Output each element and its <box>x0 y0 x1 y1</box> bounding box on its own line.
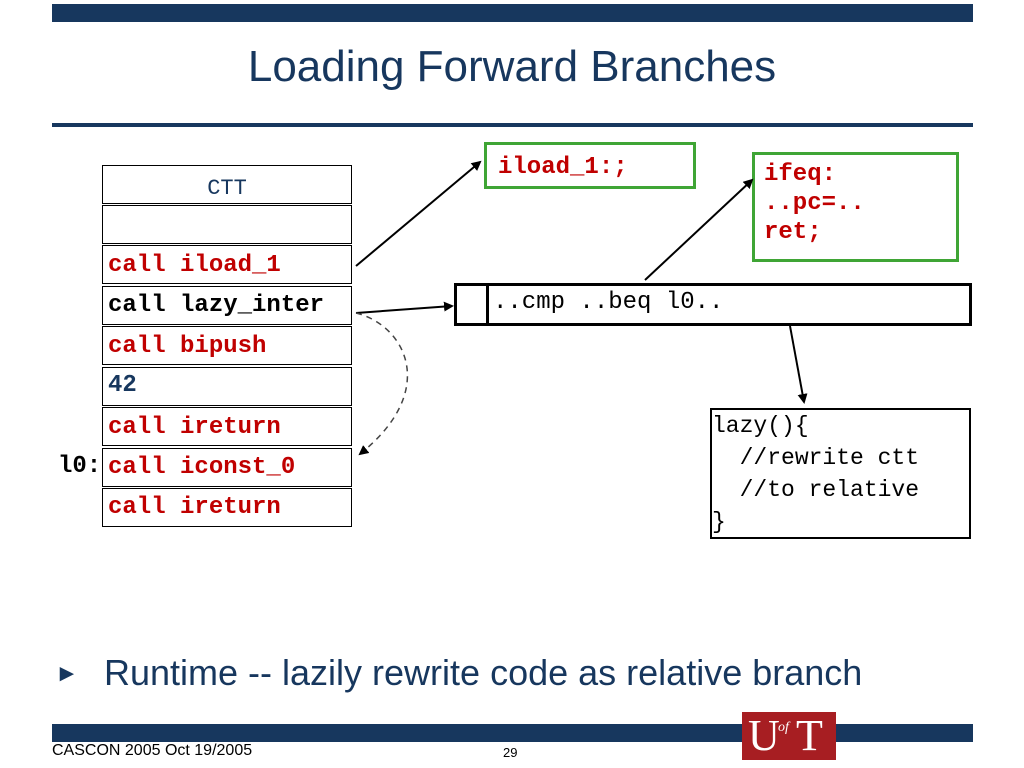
page-number: 29 <box>503 745 518 760</box>
ctt-cell <box>102 245 352 284</box>
ctt-cell <box>102 407 352 446</box>
iload-box <box>484 142 696 189</box>
iload-box-label: iload_1:; <box>498 154 628 181</box>
ctt-row-iconst: call iconst_0 <box>108 454 296 481</box>
ctt-blank-cell <box>102 205 352 244</box>
triangle-right-icon: ► <box>55 660 79 687</box>
arrow-to-lazy <box>789 325 808 404</box>
ctt-cell <box>102 286 352 325</box>
dashed-loop-arrow <box>355 312 409 456</box>
arrow-to-ifeq <box>644 178 754 281</box>
ctt-cell <box>102 326 352 365</box>
label-l0: l0: <box>58 453 102 480</box>
ctt-row-value: 42 <box>108 372 137 399</box>
ctt-header-cell <box>102 165 352 204</box>
logo-letter-t: T <box>796 711 823 760</box>
lazy-box <box>710 408 971 539</box>
ifeq-box-label: ifeq: ..pc=.. ret; <box>764 161 865 246</box>
code-strip-label: ..cmp ..beq l0.. <box>493 289 724 316</box>
arrow-to-code-strip <box>355 301 454 314</box>
top-bar <box>52 4 973 22</box>
ctt-cell <box>102 448 352 487</box>
ctt-cell <box>102 488 352 527</box>
ifeq-box <box>752 152 959 262</box>
logo-letter-u: U <box>748 711 780 760</box>
ctt-row-ireturn: call ireturn <box>108 414 281 441</box>
ctt-row-ireturn-2: call ireturn <box>108 494 281 521</box>
footer-conference: CASCON 2005 Oct 19/2005 <box>52 742 253 759</box>
uoft-logo: U of T <box>742 711 836 760</box>
bullet-text: Runtime -- lazily rewrite code as relati… <box>104 652 863 693</box>
code-strip-divider <box>486 286 489 323</box>
code-strip <box>454 283 972 326</box>
lazy-box-label: lazy(){ //rewrite ctt //to relative } <box>712 413 920 535</box>
ctt-cell <box>102 367 352 406</box>
page-title: Loading Forward Branches <box>247 42 777 91</box>
title-underline <box>52 123 973 127</box>
ctt-row-bipush: call bipush <box>108 333 267 360</box>
ctt-header: CTT <box>207 176 247 201</box>
logo-word-of: of <box>778 720 789 735</box>
ctt-row-iload: call iload_1 <box>108 252 281 279</box>
arrow-to-iload <box>355 160 482 267</box>
ctt-row-lazy-inter: call lazy_inter <box>108 292 325 319</box>
